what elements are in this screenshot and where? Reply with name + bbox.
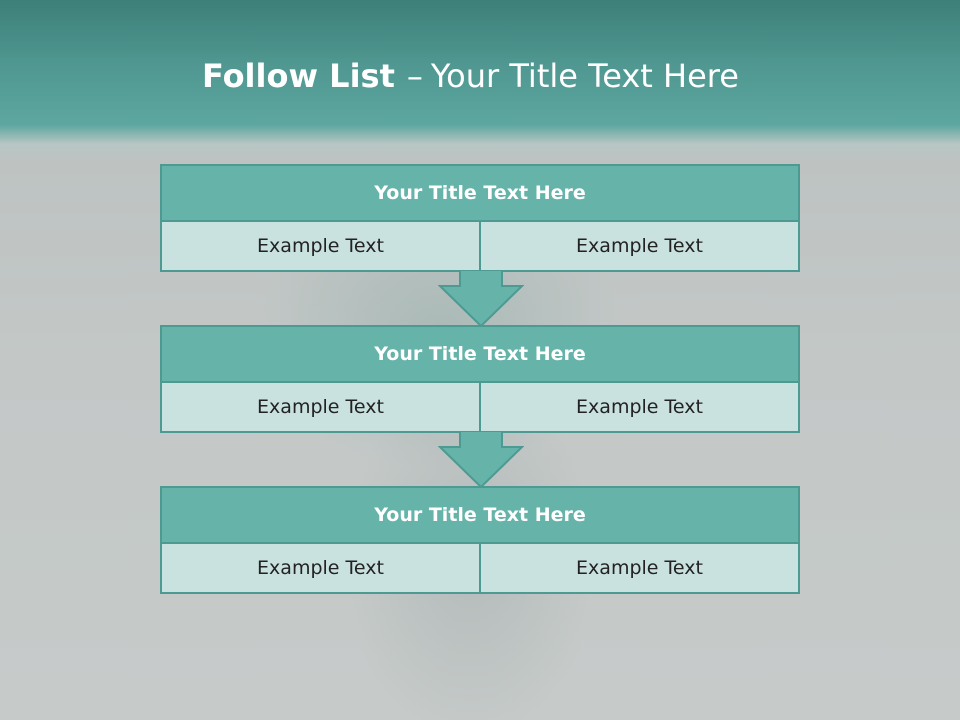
list-block-row: Example Text Example Text: [162, 383, 798, 431]
list-block-left-text: Example Text: [162, 222, 479, 270]
down-arrow-icon: [438, 431, 524, 489]
header-band: [0, 0, 960, 160]
slide-title-bold: Follow List: [202, 57, 395, 95]
list-block-right-text: Example Text: [479, 383, 798, 431]
list-block-left-text: Example Text: [162, 544, 479, 592]
slide-title-rest: Your Title Text Here: [430, 57, 739, 95]
down-arrow-icon: [438, 270, 524, 328]
list-block-2: Your Title Text Here Example Text Exampl…: [160, 325, 800, 433]
list-block-title: Your Title Text Here: [162, 327, 798, 383]
list-block-1: Your Title Text Here Example Text Exampl…: [160, 164, 800, 272]
slide-title: Follow List–Your Title Text Here: [202, 56, 739, 100]
list-block-row: Example Text Example Text: [162, 544, 798, 592]
list-block-row: Example Text Example Text: [162, 222, 798, 270]
list-block-title: Your Title Text Here: [162, 166, 798, 222]
list-block-3: Your Title Text Here Example Text Exampl…: [160, 486, 800, 594]
list-block-right-text: Example Text: [479, 544, 798, 592]
slide-title-separator: –: [406, 57, 423, 95]
list-block-title: Your Title Text Here: [162, 488, 798, 544]
list-block-left-text: Example Text: [162, 383, 479, 431]
list-block-right-text: Example Text: [479, 222, 798, 270]
